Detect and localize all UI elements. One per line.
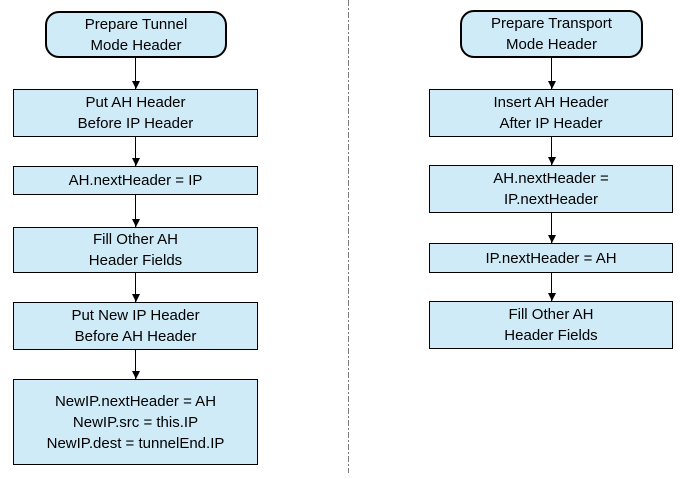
node-ah-nextheader-equals-ip-nextheader: AH.nextHeader = IP.nextHeader xyxy=(429,165,673,213)
node-newip-field-assignments: NewIP.nextHeader = AH NewIP.src = this.I… xyxy=(13,379,258,465)
column-divider xyxy=(348,0,349,473)
node-fill-other-ah-header-fields-transport: Fill Other AH Header Fields xyxy=(429,301,673,349)
node-ah-nextheader-equals-ip: AH.nextHeader = IP xyxy=(13,166,258,195)
node-insert-ah-header-after-ip-header: Insert AH Header After IP Header xyxy=(429,89,673,137)
node-put-new-ip-header-before-ah-header: Put New IP Header Before AH Header xyxy=(13,302,258,350)
node-ip-nextheader-equals-ah: IP.nextHeader = AH xyxy=(429,243,673,273)
node-prepare-tunnel-mode-header: Prepare Tunnel Mode Header xyxy=(45,11,227,58)
down-arrow-connector xyxy=(135,273,136,302)
down-arrow-connector xyxy=(551,273,552,301)
node-fill-other-ah-header-fields-tunnel: Fill Other AH Header Fields xyxy=(13,227,258,273)
down-arrow-connector xyxy=(135,58,136,89)
node-put-ah-header-before-ip-header: Put AH Header Before IP Header xyxy=(13,89,258,137)
node-prepare-transport-mode-header: Prepare Transport Mode Header xyxy=(460,10,643,58)
down-arrow-connector xyxy=(551,213,552,243)
down-arrow-connector xyxy=(135,137,136,166)
down-arrow-connector xyxy=(135,350,136,379)
down-arrow-connector xyxy=(551,137,552,165)
down-arrow-connector xyxy=(135,195,136,227)
down-arrow-connector xyxy=(551,58,552,89)
